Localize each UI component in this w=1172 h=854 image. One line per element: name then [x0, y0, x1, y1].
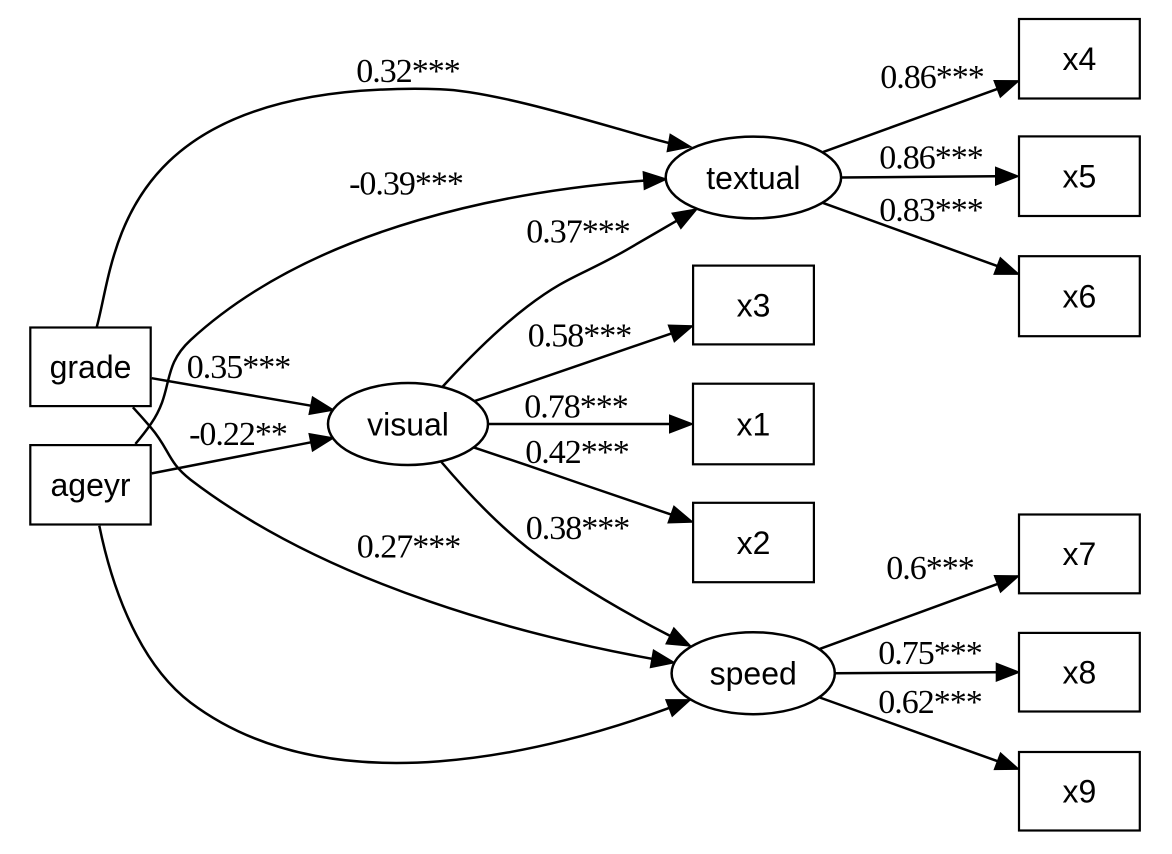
svg-text:0.86***: 0.86*** — [880, 59, 984, 96]
svg-text:speed: speed — [710, 656, 797, 692]
svg-text:0.42***: 0.42*** — [525, 434, 629, 471]
svg-text:x9: x9 — [1063, 774, 1097, 810]
svg-text:x8: x8 — [1063, 655, 1097, 691]
svg-text:0.78***: 0.78*** — [524, 388, 628, 425]
svg-text:0.37***: 0.37*** — [526, 213, 630, 250]
svg-text:x1: x1 — [737, 406, 771, 442]
svg-text:0.86***: 0.86*** — [879, 140, 983, 177]
svg-text:x6: x6 — [1063, 279, 1097, 315]
svg-text:grade: grade — [50, 349, 132, 385]
svg-text:visual: visual — [367, 406, 449, 442]
svg-text:0.83***: 0.83*** — [879, 192, 983, 229]
svg-text:x5: x5 — [1063, 159, 1097, 195]
svg-text:0.38***: 0.38*** — [526, 510, 630, 547]
svg-text:0.58***: 0.58*** — [528, 318, 632, 355]
svg-text:x2: x2 — [737, 525, 771, 561]
svg-text:-0.39***: -0.39*** — [349, 166, 463, 203]
svg-text:textual: textual — [706, 160, 800, 196]
svg-text:0.27***: 0.27*** — [357, 529, 461, 566]
svg-text:0.62***: 0.62*** — [878, 684, 982, 721]
svg-text:0.6***: 0.6*** — [886, 550, 974, 587]
svg-text:0.32***: 0.32*** — [356, 53, 460, 90]
svg-text:-0.22**: -0.22** — [189, 416, 287, 453]
svg-text:x4: x4 — [1063, 41, 1097, 77]
svg-text:x7: x7 — [1063, 536, 1097, 572]
svg-text:0.75***: 0.75*** — [878, 635, 982, 672]
svg-text:ageyr: ageyr — [50, 467, 130, 503]
svg-text:x3: x3 — [737, 287, 771, 323]
svg-text:0.35***: 0.35*** — [187, 349, 291, 386]
